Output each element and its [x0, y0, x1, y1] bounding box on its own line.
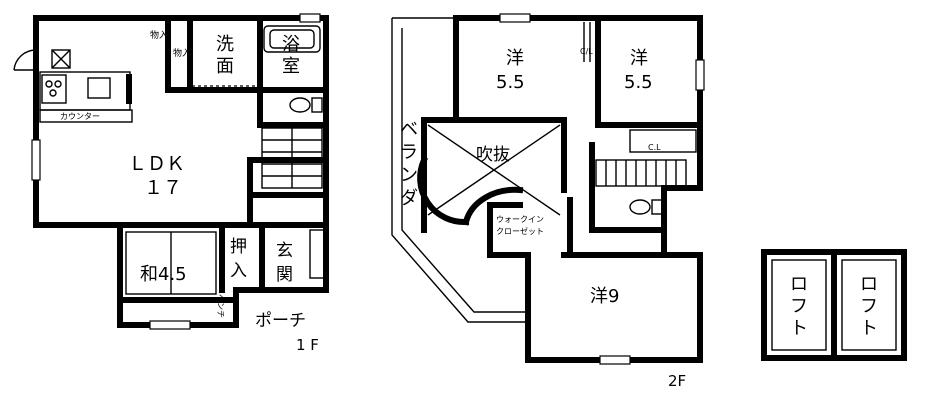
storage-small-label-2: 物入 [173, 47, 191, 59]
washitsu-label: 和4.5 [140, 264, 187, 285]
loft-right-char-1: ロ [860, 274, 878, 295]
room-a-name: 洋 [506, 48, 524, 69]
ldk-label: ＬＤＫ [128, 153, 185, 175]
porch-label: ポーチ [255, 311, 306, 331]
loft-plan [761, 249, 907, 361]
walkin-label-2: クローゼット [496, 226, 544, 236]
floor-1-label: 1 F [296, 336, 319, 354]
cl-b-label: C.L [648, 143, 661, 152]
room-b-size: 5.5 [624, 72, 653, 93]
loft-right-char-2: フ [860, 296, 878, 317]
ldk-size-label: １７ [144, 177, 182, 199]
bench-label: ベンチ [216, 294, 225, 318]
genkan-label-1: 玄 [276, 241, 293, 261]
veranda-char-2: ラ [400, 142, 418, 163]
loft-left-char-2: フ [790, 296, 808, 317]
walkin-label-1: ウォークイン [496, 215, 544, 224]
oshiire-label-1: 押 [230, 237, 247, 257]
room-a-size: 5.5 [496, 72, 525, 93]
room-b-name: 洋 [630, 48, 648, 69]
stairs-1f [261, 127, 323, 189]
wash-label-2: 面 [216, 56, 234, 77]
room-c-label: 洋9 [590, 286, 619, 307]
storage-small-label: 物入 [150, 29, 168, 41]
stairs-2f [595, 159, 687, 187]
loft-left-char-3: ト [790, 318, 808, 339]
oshiire-label-2: 入 [230, 261, 247, 281]
bath-label-2: 室 [282, 56, 300, 77]
loft-left-char-1: ロ [790, 274, 808, 295]
loft-right-char-3: ト [860, 318, 878, 339]
cl-a-label: C/L [580, 47, 593, 56]
floor-2-label: 2F [668, 372, 686, 390]
veranda-char-1: ベ [400, 119, 418, 140]
floor-2-plan [391, 13, 705, 365]
fukinuke-label: 吹抜 [476, 145, 510, 165]
counter-label: カウンター [60, 112, 100, 121]
veranda-char-3: ン [400, 165, 418, 186]
bath-label-1: 浴 [282, 34, 300, 55]
veranda-char-4: ダ [400, 188, 418, 209]
genkan-label-2: 関 [276, 265, 293, 285]
wash-label-1: 洗 [216, 34, 234, 55]
floor-1-plan [13, 13, 329, 330]
